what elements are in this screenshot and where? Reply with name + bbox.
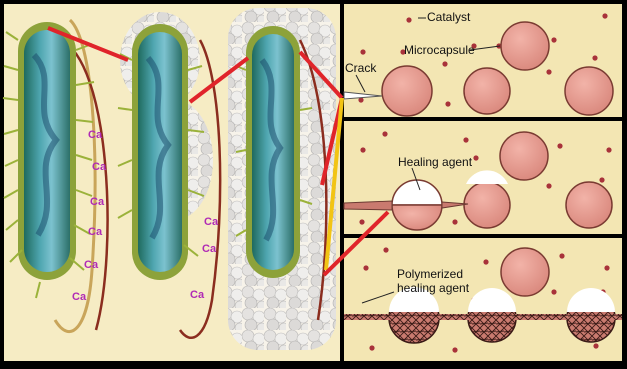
calcium-label: Ca — [90, 196, 105, 208]
row-intact: Catalyst Microcapsule Crack — [344, 4, 622, 117]
cell-body — [138, 32, 182, 272]
microcapsule-label: Microcapsule — [404, 43, 475, 57]
microcapsule — [382, 66, 432, 116]
calcium-label: Ca — [202, 243, 217, 255]
calcium-label: Ca — [92, 161, 107, 173]
healing-agent-label: Healing agent — [398, 155, 473, 169]
microcapsule-panel: Catalyst Microcapsule Crack Healing agen… — [344, 4, 622, 361]
microcapsule — [566, 182, 612, 228]
calcium-label: Ca — [204, 216, 219, 228]
microcapsule — [464, 182, 510, 228]
catalyst-label: Catalyst — [427, 10, 471, 24]
healed-crack — [344, 314, 622, 320]
polymerized-label-line1: Polymerized — [397, 267, 463, 281]
microcapsule — [565, 67, 613, 115]
calcium-label: Ca — [88, 226, 103, 238]
microcapsule — [501, 22, 549, 70]
calcium-label: Ca — [72, 291, 87, 303]
crack-label: Crack — [345, 61, 377, 75]
polymerized-label-line2: healing agent — [397, 281, 470, 295]
calcium-label: Ca — [190, 289, 205, 301]
microcapsule — [501, 248, 549, 296]
row-healed: Polymerized healing agent — [344, 238, 622, 361]
microcapsule — [464, 68, 510, 114]
bacteria-panel: Ca Ca Ca Ca Ca Ca Ca C — [3, 4, 340, 361]
calcium-label: Ca — [84, 259, 99, 271]
crack-filled — [344, 201, 392, 210]
cell-body — [252, 34, 294, 270]
calcium-label: Ca — [88, 129, 103, 141]
microcapsule — [500, 132, 548, 180]
